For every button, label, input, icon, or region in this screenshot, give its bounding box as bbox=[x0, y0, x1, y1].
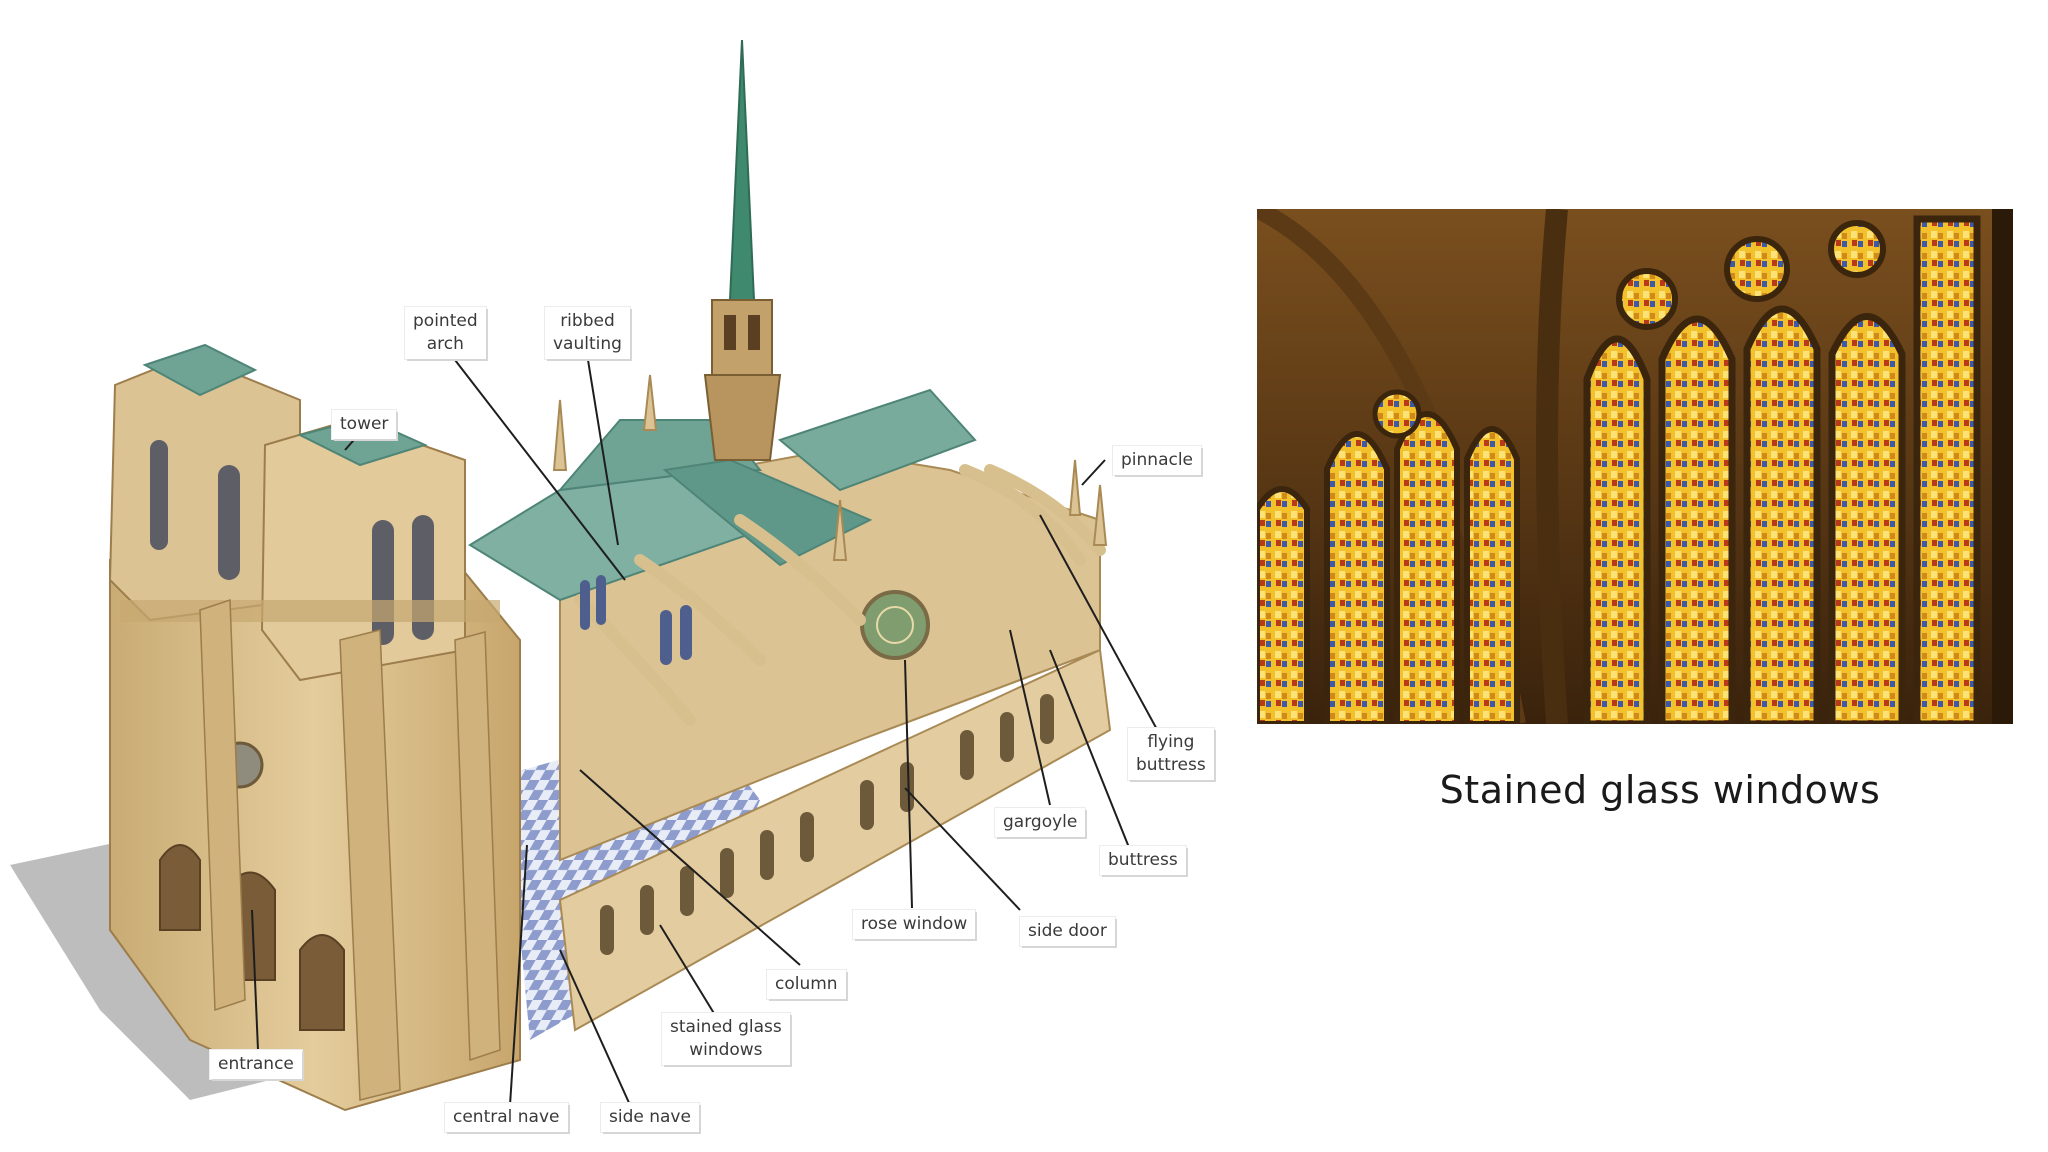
pinnacles bbox=[552, 374, 1108, 561]
photo-caption: Stained glass windows bbox=[1439, 768, 1881, 812]
transept-roof bbox=[662, 458, 873, 567]
rose-window-graphic bbox=[860, 590, 930, 660]
west-facade bbox=[108, 343, 521, 1112]
label-entrance: entrance bbox=[210, 1050, 302, 1079]
nave-wall-windows bbox=[600, 694, 1054, 955]
label-rose-window: rose window bbox=[853, 910, 976, 939]
label-buttress: buttress bbox=[1100, 846, 1186, 875]
label-flying-buttress: flying buttress bbox=[1128, 728, 1214, 780]
label-gargoyle: gargoyle bbox=[995, 808, 1086, 837]
label-pinnacle: pinnacle bbox=[1113, 446, 1202, 475]
stained-glass-photo bbox=[1257, 209, 2013, 724]
label-central-nave: central nave bbox=[445, 1103, 568, 1132]
cathedral-illustration bbox=[10, 39, 1161, 1112]
choir-roof bbox=[777, 388, 977, 492]
label-column: column bbox=[767, 970, 846, 999]
label-tower: tower bbox=[332, 410, 397, 439]
cutaway-stained-glass bbox=[580, 575, 692, 665]
flying-buttresses bbox=[574, 464, 1106, 726]
label-pointed-arch: pointed arch bbox=[405, 307, 486, 359]
spire bbox=[703, 39, 782, 461]
label-ribbed-vaulting: ribbed vaulting bbox=[545, 307, 630, 359]
label-stained-glass-windows: stained glass windows bbox=[662, 1013, 790, 1065]
label-side-door: side door bbox=[1020, 917, 1115, 946]
label-side-nave: side nave bbox=[601, 1103, 699, 1132]
leader-lines bbox=[251, 359, 1161, 1106]
